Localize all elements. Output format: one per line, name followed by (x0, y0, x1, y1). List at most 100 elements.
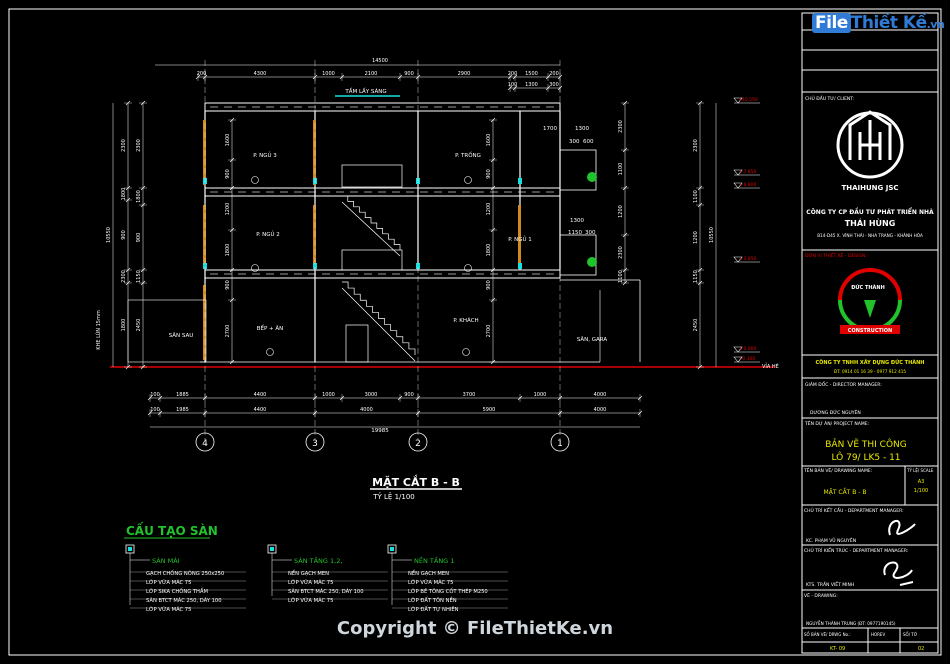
design-label: ĐƠN VỊ THIẾT KẾ - DESIGN: (805, 251, 867, 259)
structure-layer-item: SÀN BTCT MÁC 250, DÀY 100 (288, 588, 364, 595)
door-jamb (203, 120, 206, 185)
dim-bottom-chain-value: 1885 (176, 392, 189, 398)
level-value: -0.300 (741, 356, 756, 362)
section-mark-icon (464, 176, 472, 184)
room-label: P. TRỐNG (455, 151, 481, 159)
small-dim: 300 (569, 139, 580, 145)
director-name: DƯƠNG ĐỨC NGUYÊN (810, 408, 861, 416)
dim-top-chain-value: 900 (404, 71, 414, 77)
dim-right-chain2-value: 2450 (693, 319, 699, 332)
room-label: BẾP + ĂN (257, 324, 284, 332)
paper-size: A3 (918, 479, 925, 485)
signature-kt-icon (883, 561, 914, 586)
dim-left-chain-value: 900 (121, 230, 127, 240)
dim-right-total: 10550 (709, 227, 715, 243)
dim-mid-chain2-value: 1600 (486, 134, 492, 147)
dim-top-chain-value: 2100 (365, 71, 378, 77)
dim-top-chain-value: 200 (549, 71, 559, 77)
dim-right-chain-value: 2300 (618, 246, 624, 259)
structure-layer-item: LỚP ĐẤT TÔN NỀN (408, 596, 457, 604)
dim-left-chain-value: 2300 (121, 270, 127, 283)
grid-axis-label: 2 (415, 439, 421, 449)
small-dim: 300 (585, 230, 596, 236)
section-mark-icon (462, 348, 470, 356)
scale-label: TỶ LỆ/ SCALE (906, 468, 934, 473)
level-value: +7.850 (740, 169, 757, 175)
room-label: P. NGỦ 2 (256, 230, 280, 238)
dim-left-chain2-value: 2450 (136, 319, 142, 332)
structure-layer-item: SÀN BTCT MÁC 250, DÀY 100 (146, 597, 222, 604)
room-label: SÂN, GARA (577, 336, 608, 343)
khe-lun-label: KHE LÚN 15mm (95, 310, 102, 350)
small-dim: 1300 (570, 218, 584, 224)
dim-bottom-chain-value: 900 (404, 392, 414, 398)
section-mark-icon (464, 264, 472, 272)
dim-top-chain2-value: 300 (549, 82, 559, 88)
structure-group-title: SÀN MÁI (152, 556, 180, 565)
column-marker (518, 263, 522, 269)
level-value: +0.000 (740, 346, 757, 352)
dim-left-chain-value: 2300 (121, 139, 127, 152)
structure-layer-item: LỚP BÊ TÔNG CỐT THÉP M250 (408, 587, 488, 595)
tam-lay-sang-label: TẤM LẤY SÁNG (344, 87, 386, 95)
structure-heading: CẤU TẠO SÀN (126, 521, 218, 538)
balcony (559, 149, 597, 191)
structure-group-icon (267, 544, 277, 554)
project-line1: BẢN VẼ THI CÔNG (825, 438, 907, 450)
dim-top-chain-value: 4300 (254, 71, 267, 77)
structure-layer-item: LỚP SIKA CHỐNG THẤM (146, 587, 208, 595)
dim-bottom-chain-value: 1000 (322, 392, 335, 398)
dim-mid-chain-value: 1600 (225, 134, 231, 147)
dim-left-chain-value: 1800 (121, 188, 127, 201)
grid-axis-bubble (305, 432, 325, 452)
dim-bottom-chain2-value: 4400 (254, 407, 267, 413)
drawing-label: TÊN BẢN VẼ/ DRAWING NAME: (803, 466, 872, 474)
dim-bottom-chain2-value: 4000 (594, 407, 607, 413)
column-marker (203, 263, 207, 269)
structure-group-icon-fill (390, 547, 394, 551)
section-mark-icon (251, 176, 259, 184)
dim-top-chain-value: 200 (508, 71, 518, 77)
drawer-label: VẼ - DRAWING: (804, 592, 838, 599)
company-logo-text: THAIHUNG JSC (841, 184, 898, 192)
column-marker (313, 263, 317, 269)
dim-top-chain2-value: 1300 (525, 82, 538, 88)
level-value: +10.550 (738, 97, 758, 103)
dim-right-chain-value: 1100 (618, 163, 624, 176)
structure-group-icon-fill (128, 547, 132, 551)
title-block (801, 12, 939, 654)
dim-top-chain-value: 1000 (322, 71, 335, 77)
small-dim: 1150 (568, 230, 582, 236)
dim-bottom-chain-value: 3000 (365, 392, 378, 398)
dim-right-chain2-value: 1150 (693, 270, 699, 283)
room-labels: P. NGỦ 3 P. TRỐNG P. NGỦ 2 P. NGỦ 1 SÂN … (169, 151, 608, 343)
balcony (559, 234, 597, 276)
level-value: +6.800 (740, 182, 757, 188)
room-label: P. KHÁCH (453, 317, 478, 324)
dim-bottom-chain-value: 3700 (463, 392, 476, 398)
dim-top-chain-value: 1500 (525, 71, 538, 77)
grid-axis-label: 1 (557, 439, 563, 449)
dim-bottom-chain-value: 4400 (254, 392, 267, 398)
thaihung-logo-icon (836, 110, 904, 179)
dim-right-chain-value: 1100 (618, 270, 624, 283)
grid-axis-label: 3 (312, 439, 318, 449)
structure-layer-item: LỚP VỮA MÁC 75 (288, 579, 333, 586)
sheet-no: 02 (918, 646, 924, 652)
structure-layer-item: NỀN GẠCH MEN (408, 569, 449, 577)
dim-right-chain-value: 1200 (618, 205, 624, 218)
titleblock-text: CHỦ ĐẦU TƯ/ CLIENT: THAIHUNG JSC CÔNG TY… (803, 94, 934, 652)
stair-stringer (341, 287, 416, 362)
level-marker-icon (733, 346, 743, 353)
structure-layer-item: GẠCH CHỐNG NÓNG 250x250 (146, 569, 224, 577)
arch-manager-label: CHỦ TRÌ KIẾN TRÚC - DEPARTMENT MANAGER: (804, 546, 908, 554)
grid-axis-label: 4 (202, 439, 208, 449)
dim-bottom-chain-value: 1000 (534, 392, 547, 398)
structure-layer-item: LỚP ĐẤT TỰ NHIÊN (408, 605, 459, 613)
door (345, 324, 369, 363)
grid-axis-bubble (550, 432, 570, 452)
